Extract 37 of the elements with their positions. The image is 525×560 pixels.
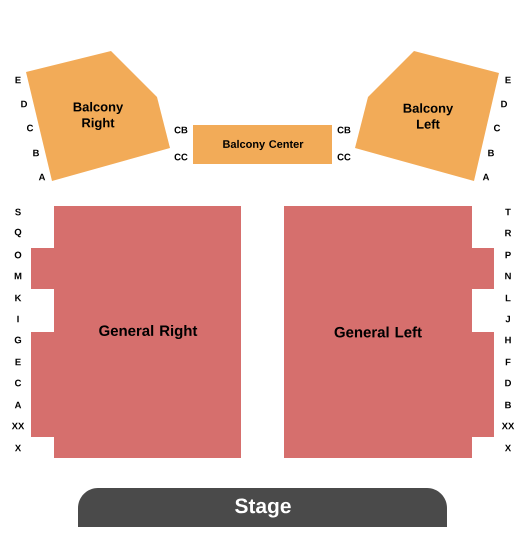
- balcony-section: Balcony Center: [193, 125, 332, 164]
- row-label: B: [33, 150, 39, 156]
- row-label: CC: [174, 154, 188, 160]
- floor-section: General Left: [284, 206, 494, 458]
- row-label: H: [505, 336, 511, 344]
- row-label: B: [488, 150, 494, 156]
- floor-section: General Right: [31, 206, 241, 458]
- row-label: D: [505, 380, 512, 386]
- row-label: A: [38, 174, 46, 180]
- row-label: X: [14, 444, 22, 452]
- row-label: C: [14, 380, 22, 386]
- row-label: I: [17, 316, 19, 322]
- row-label: F: [506, 358, 511, 366]
- row-label: CB: [174, 126, 188, 134]
- row-label: S: [15, 208, 21, 216]
- row-label: E: [15, 358, 21, 366]
- row-label: C: [26, 124, 34, 132]
- row-label: D: [21, 100, 28, 108]
- row-label: T: [505, 208, 511, 216]
- row-label: B: [505, 402, 511, 408]
- row-label: M: [14, 272, 22, 280]
- row-label: K: [15, 294, 22, 302]
- row-label: N: [505, 272, 511, 280]
- row-label: O: [14, 252, 22, 258]
- row-label: A: [14, 402, 22, 408]
- row-label: P: [505, 252, 511, 258]
- row-label: CB: [338, 126, 350, 134]
- row-label: R: [505, 230, 512, 236]
- stage: Stage: [78, 488, 447, 527]
- row-label: J: [506, 316, 510, 322]
- row-label: L: [506, 294, 511, 302]
- row-label: G: [14, 336, 22, 344]
- row-label: CC: [338, 154, 351, 160]
- row-label: Q: [14, 228, 22, 238]
- row-label: X: [504, 444, 512, 452]
- row-label: A: [482, 174, 490, 180]
- row-label: C: [494, 124, 500, 132]
